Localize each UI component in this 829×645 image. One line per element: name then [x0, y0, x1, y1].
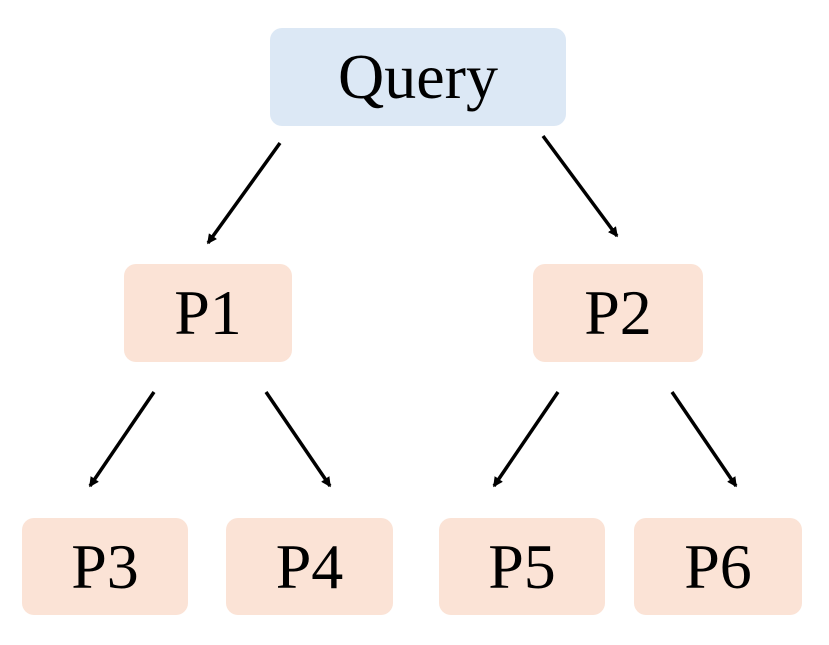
p3-label: P3 [71, 530, 139, 602]
p2-label: P2 [584, 277, 652, 348]
p6-label: P6 [684, 530, 752, 602]
query-node: Query [270, 28, 566, 126]
p3-node: P3 [22, 518, 188, 615]
arrow-p1-to-p4 [264, 391, 332, 488]
arrow-p2-to-p5 [492, 391, 560, 488]
arrow-query-to-p2 [541, 134, 619, 238]
query-label: Query [338, 41, 498, 112]
p2-node: P2 [533, 264, 703, 362]
p1-label: P1 [174, 277, 242, 348]
p6-node: P6 [634, 518, 802, 615]
arrow-p1-to-p3 [88, 391, 156, 488]
arrow-p2-to-p6 [670, 391, 738, 488]
p4-node: P4 [226, 518, 393, 615]
p1-node: P1 [124, 264, 292, 362]
arrow-query-to-p1 [206, 141, 282, 245]
p5-node: P5 [439, 518, 605, 615]
p4-label: P4 [275, 530, 344, 602]
p5-label: P5 [488, 530, 556, 602]
